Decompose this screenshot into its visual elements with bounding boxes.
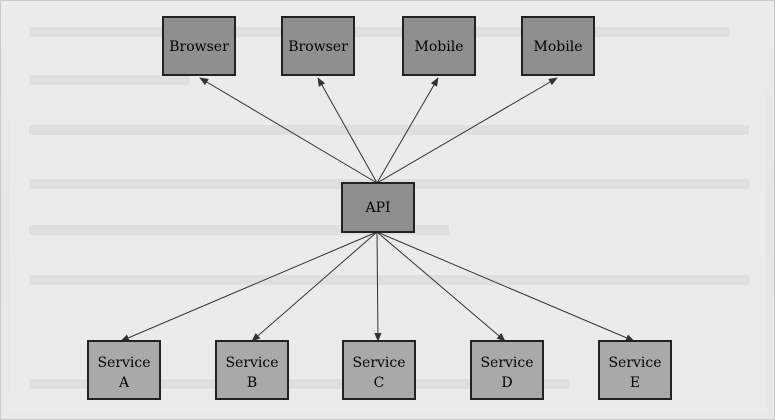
edge-api-to-browser-1 <box>199 77 378 184</box>
browser-node-2-label: Browser <box>288 39 348 55</box>
bleed-through-line <box>29 27 729 37</box>
service-node-c-letter: C <box>374 375 385 391</box>
edge-api-to-mobile-2 <box>376 77 558 184</box>
edge-api-to-mobile-1 <box>376 77 439 184</box>
bleed-through-line <box>29 125 749 135</box>
service-node-a: Service A <box>87 340 161 400</box>
api-node: API <box>341 182 415 233</box>
mobile-node-1: Mobile <box>402 16 476 76</box>
edge-api-to-service-a <box>120 231 378 342</box>
api-node-label: API <box>364 200 390 216</box>
service-node-c: Service C <box>342 340 416 400</box>
mobile-node-1-label: Mobile <box>415 39 464 55</box>
browser-node-2: Browser <box>281 16 355 76</box>
service-node-b-label: Service <box>225 355 278 371</box>
service-node-b: Service B <box>215 340 289 400</box>
service-node-c-label: Service <box>352 355 405 371</box>
edge-api-to-service-b <box>251 231 378 342</box>
bleed-through-line <box>29 225 449 235</box>
mobile-node-2: Mobile <box>521 16 595 76</box>
browser-node-1: Browser <box>162 16 236 76</box>
edge-api-to-service-c <box>374 231 382 342</box>
edge-api-to-service-e <box>376 231 635 342</box>
service-node-b-letter: B <box>247 375 257 391</box>
bleed-through-line <box>29 75 189 85</box>
bleed-through-line <box>29 379 569 389</box>
service-node-a-letter: A <box>118 375 130 391</box>
service-node-e-letter: E <box>630 375 640 391</box>
browser-node-1-label: Browser <box>169 39 229 55</box>
service-node-e-label: Service <box>608 355 661 371</box>
edge-api-to-browser-2 <box>317 77 378 184</box>
service-node-d: Service D <box>470 340 544 400</box>
service-node-a-label: Service <box>97 355 150 371</box>
edge-api-to-service-d <box>376 231 506 342</box>
service-node-d-label: Service <box>480 355 533 371</box>
mobile-node-2-label: Mobile <box>534 39 583 55</box>
service-node-e: Service E <box>598 340 672 400</box>
service-node-d-letter: D <box>501 375 512 391</box>
bleed-through-line <box>29 275 749 285</box>
